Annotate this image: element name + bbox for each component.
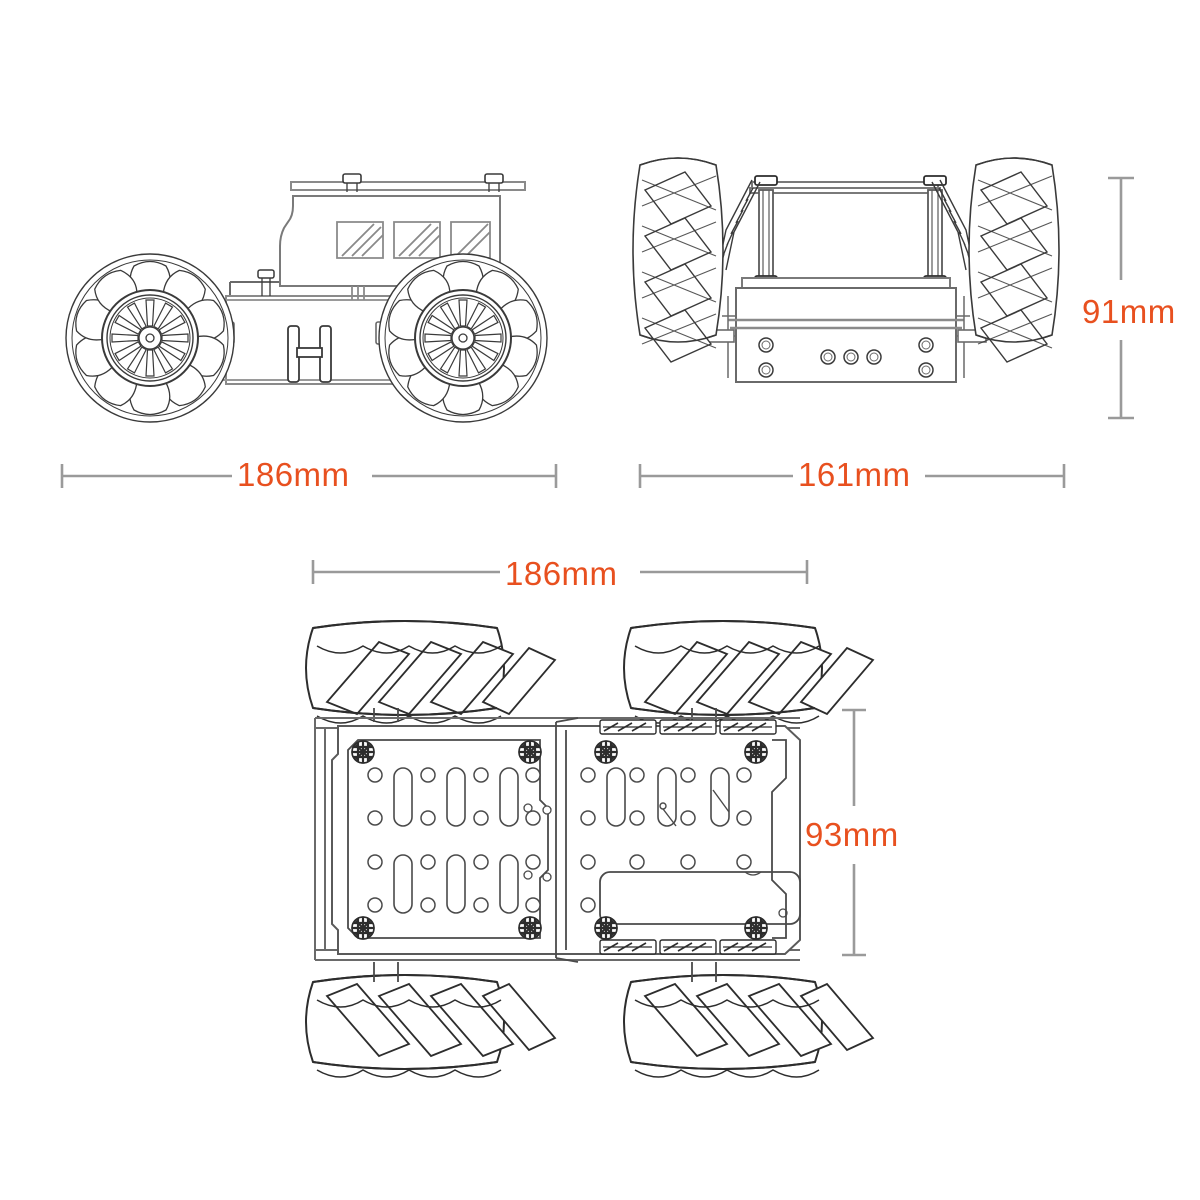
side-h-bracket: [287, 325, 332, 383]
top-left-plate-outline: [347, 739, 549, 939]
side-top-rail: [290, 181, 526, 191]
front-mounting-holes: [758, 337, 934, 378]
top-battery-cutout-detail: [744, 871, 788, 918]
front-body-split-line: [728, 318, 964, 330]
front-upper-deck: [749, 181, 941, 194]
top-plan-view: [305, 620, 874, 1078]
top-right-plate-outline: [771, 739, 787, 939]
top-center-split: [555, 717, 579, 963]
side-vent-panel-1: [336, 221, 384, 259]
dimension-line-161mm-front: [638, 464, 1066, 488]
top-wheel-rear-left: [305, 974, 556, 1078]
top-right-slots: [606, 767, 730, 827]
dimension-label-161mm-front: 161mm: [798, 456, 911, 493]
top-left-hole-grid: [367, 767, 541, 913]
top-right-slot-detail: [659, 789, 730, 827]
top-vent-slots-front: [599, 719, 777, 735]
dimension-label-91mm: 91mm: [1082, 293, 1176, 330]
top-vent-slots-rear: [599, 939, 777, 955]
dimension-label-186mm-top: 186mm: [505, 555, 618, 592]
dimension-line-91mm: [1108, 176, 1134, 420]
side-standoff-cap-left: [342, 173, 362, 192]
top-battery-cutout: [599, 871, 801, 925]
top-right-hole-grid: [580, 767, 752, 913]
side-wheel-right: [378, 253, 548, 423]
top-wheel-front-left: [305, 620, 556, 724]
side-elevation-view: [65, 173, 548, 423]
front-chain-brace-left: [717, 179, 761, 271]
side-wheel-left: [65, 253, 235, 423]
front-mounting-holes-inner: [761, 340, 931, 375]
front-standoff-left: [754, 175, 778, 286]
top-wheel-front-right: [623, 620, 874, 724]
side-support-column: [351, 286, 365, 300]
dimension-label-93mm: 93mm: [805, 816, 899, 853]
front-wheel-right: [968, 157, 1060, 363]
front-mid-deck: [741, 277, 951, 289]
front-standoff-right: [923, 175, 947, 286]
front-wheel-left: [632, 157, 724, 363]
side-standoff-cap-right: [484, 173, 504, 192]
top-wheel-rear-right: [623, 974, 874, 1078]
dimension-line-93mm: [842, 708, 866, 957]
dimension-label-186mm-side: 186mm: [237, 456, 350, 493]
top-left-slots: [393, 767, 519, 914]
front-controller-body: [735, 287, 957, 383]
side-deck-standoff: [257, 269, 275, 296]
dimension-line-186mm-side: [60, 464, 558, 488]
front-elevation-view: [632, 157, 1060, 383]
dimension-line-186mm-top: [311, 560, 809, 584]
top-center-rib-holes: [523, 803, 552, 882]
